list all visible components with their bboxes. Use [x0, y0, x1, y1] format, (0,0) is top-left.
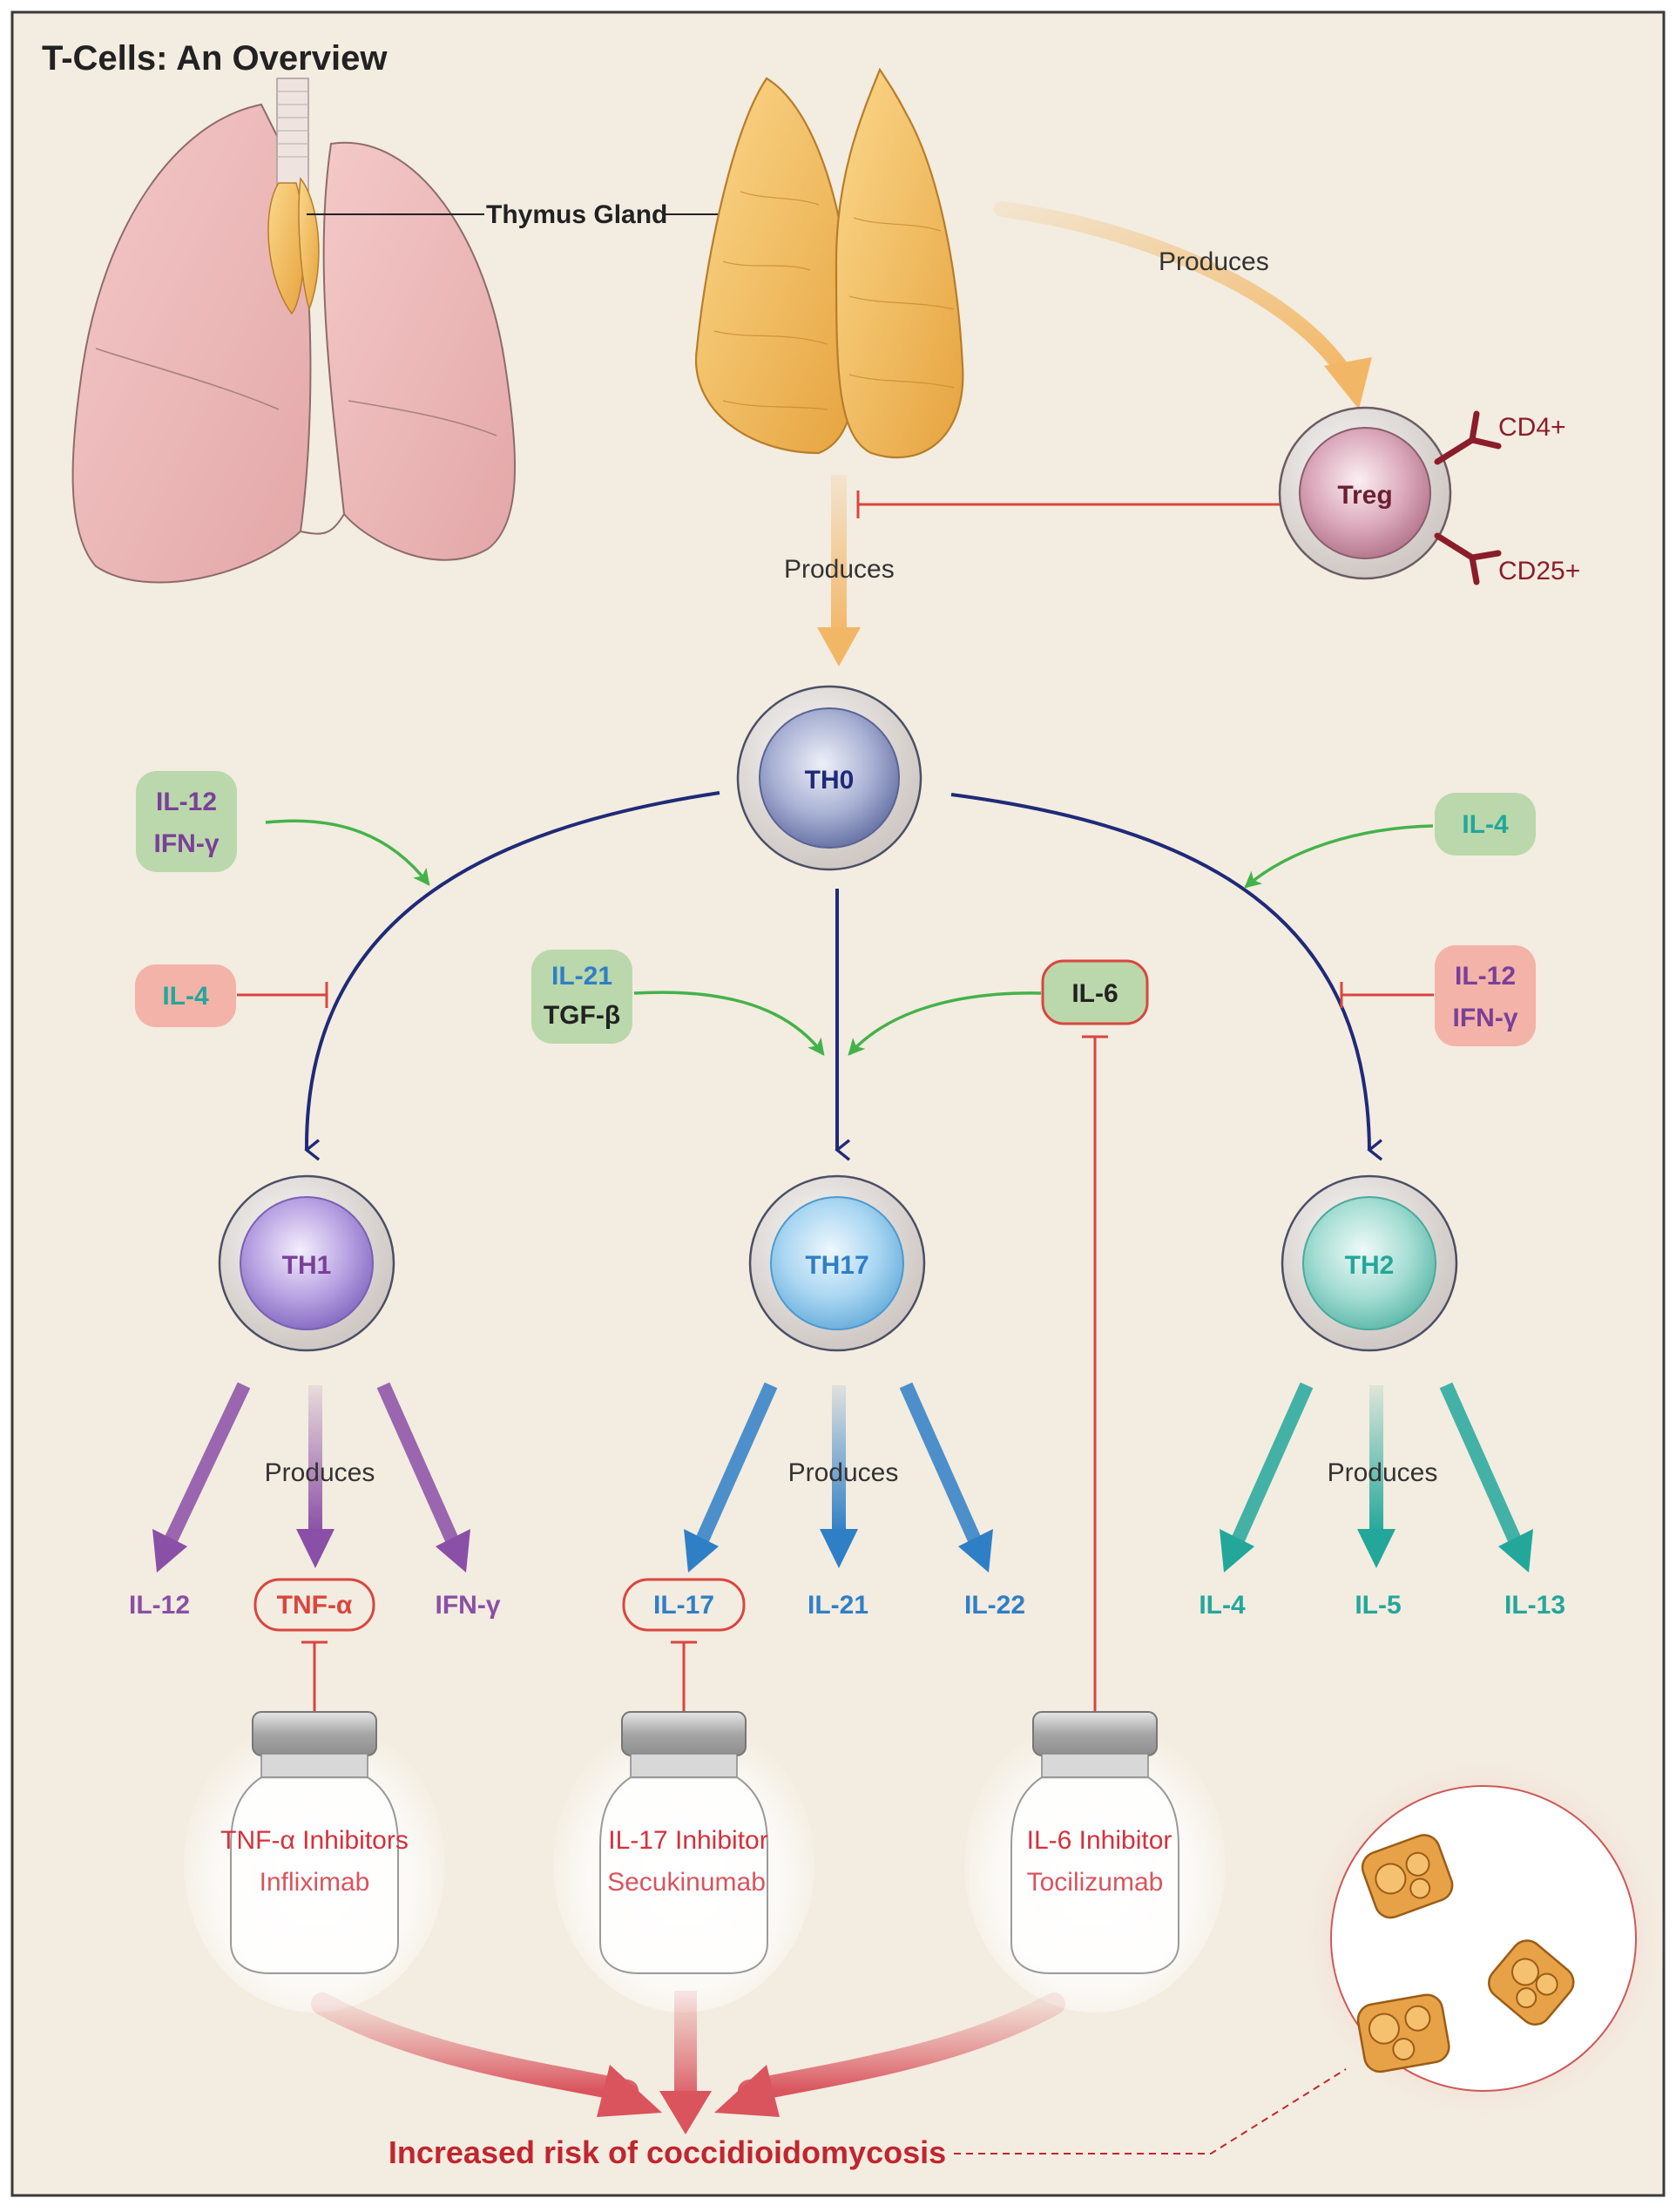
- risk-dashed-connector: [954, 2068, 1347, 2155]
- th1-cell: [218, 1174, 395, 1352]
- vial-il6-inhibitor: [964, 1711, 1226, 2012]
- th17-output-il21: IL-21: [808, 1591, 868, 1620]
- th2-output-il4: IL-4: [1199, 1591, 1246, 1620]
- th0-label: TH0: [805, 766, 855, 795]
- il17-box: [622, 1578, 746, 1632]
- th1-label: TH1: [282, 1251, 332, 1280]
- th1-inhibit-box: [135, 964, 236, 1027]
- th17-label: TH17: [805, 1251, 868, 1280]
- th2-inhibit-il12: IL-12: [1455, 962, 1516, 991]
- th2-promote-box: [1435, 793, 1536, 856]
- th2-output-arrows: [1220, 1382, 1533, 1573]
- lungs-illustration: [71, 78, 517, 584]
- th2-label: TH2: [1345, 1251, 1395, 1280]
- cd25-receptor-icon: [1434, 532, 1502, 585]
- th17-cell: [748, 1174, 926, 1352]
- th2-promote-arrow: [1244, 824, 1434, 889]
- th17-output-il17: IL-17: [653, 1591, 714, 1620]
- cd4-label: CD4+: [1498, 413, 1566, 442]
- th2-promote-il4: IL-4: [1462, 810, 1509, 839]
- produces-label-th1: Produces: [265, 1458, 375, 1487]
- th17-output-arrows: [684, 1382, 993, 1573]
- drug-name-secukinumab: Secukinumab: [607, 1868, 766, 1897]
- th1-output-ifng: IFN-γ: [436, 1591, 501, 1620]
- cd4-receptor-icon: [1434, 410, 1502, 465]
- th0-to-th2-arrow: [950, 793, 1383, 1161]
- produces-label-th2: Produces: [1328, 1458, 1438, 1487]
- th1-output-il12: IL-12: [129, 1591, 190, 1620]
- th2-cell: [1281, 1174, 1458, 1352]
- spherule-illustration: [1301, 1755, 1666, 2121]
- treg-label: Treg: [1337, 481, 1392, 510]
- th1-output-arrows: [152, 1382, 470, 1573]
- il6-label: IL-6: [1071, 979, 1118, 1008]
- risk-arrows: [311, 1991, 1065, 2134]
- th1-promote-box: [136, 771, 237, 872]
- risk-label: Increased risk of coccidioidomycosis: [389, 2134, 946, 2170]
- produces-label-th0: Produces: [784, 555, 895, 584]
- th1-promote-ifng: IFN-γ: [154, 829, 220, 858]
- thymus-gland-illustration: [694, 67, 964, 459]
- figure-title: T-Cells: An Overview: [42, 39, 388, 78]
- produces-arrow-treg: [994, 201, 1354, 382]
- thymus-label: Thymus Gland: [486, 200, 667, 229]
- th2-output-il5: IL-5: [1355, 1591, 1401, 1620]
- drug-class-il17: IL-17 Inhibitor: [608, 1826, 767, 1855]
- produces-arrow-th0: [831, 475, 847, 636]
- cd25-label: CD25+: [1498, 557, 1580, 585]
- th0-to-th1-arrow: [304, 791, 720, 1161]
- produces-label-treg: Produces: [1159, 247, 1269, 276]
- th17-promote-box: [531, 950, 632, 1044]
- th1-inhibit-il4: IL-4: [162, 982, 209, 1011]
- treg-cell: [1278, 406, 1452, 580]
- vial-il17-inhibitor: [553, 1711, 814, 2012]
- th2-inhibit-box: [1435, 945, 1536, 1046]
- drug-class-tnf: TNF-α Inhibitors: [220, 1826, 409, 1855]
- th1-promote-arrow: [265, 819, 430, 886]
- th17-promote-il21: IL-21: [551, 962, 612, 991]
- th17-promote-arrow: [633, 991, 825, 1056]
- drug-name-tocilizumab: Tocilizumab: [1027, 1868, 1164, 1897]
- th2-inhibit-ifng: IFN-γ: [1453, 1004, 1518, 1032]
- th0-cell: [736, 685, 922, 871]
- th1-output-tnfa: TNF-α: [277, 1591, 353, 1620]
- th17-promote-tgfb: TGF-β: [544, 1001, 620, 1030]
- produces-arrowhead-treg: [1324, 357, 1372, 409]
- produces-arrowhead-th0: [817, 627, 861, 666]
- tnf-alpha-box: [253, 1578, 375, 1632]
- vial-tnf-inhibitor: [184, 1711, 445, 2012]
- drug-name-infliximab: Infliximab: [260, 1868, 370, 1897]
- il6-box: [1041, 959, 1149, 1025]
- th17-output-il22: IL-22: [964, 1591, 1025, 1620]
- il6-promote-arrow: [848, 991, 1042, 1056]
- th1-promote-il12: IL-12: [156, 788, 217, 816]
- produces-label-th17: Produces: [788, 1458, 899, 1487]
- drug-class-il6: IL-6 Inhibitor: [1027, 1826, 1173, 1855]
- th2-output-il13: IL-13: [1504, 1591, 1565, 1620]
